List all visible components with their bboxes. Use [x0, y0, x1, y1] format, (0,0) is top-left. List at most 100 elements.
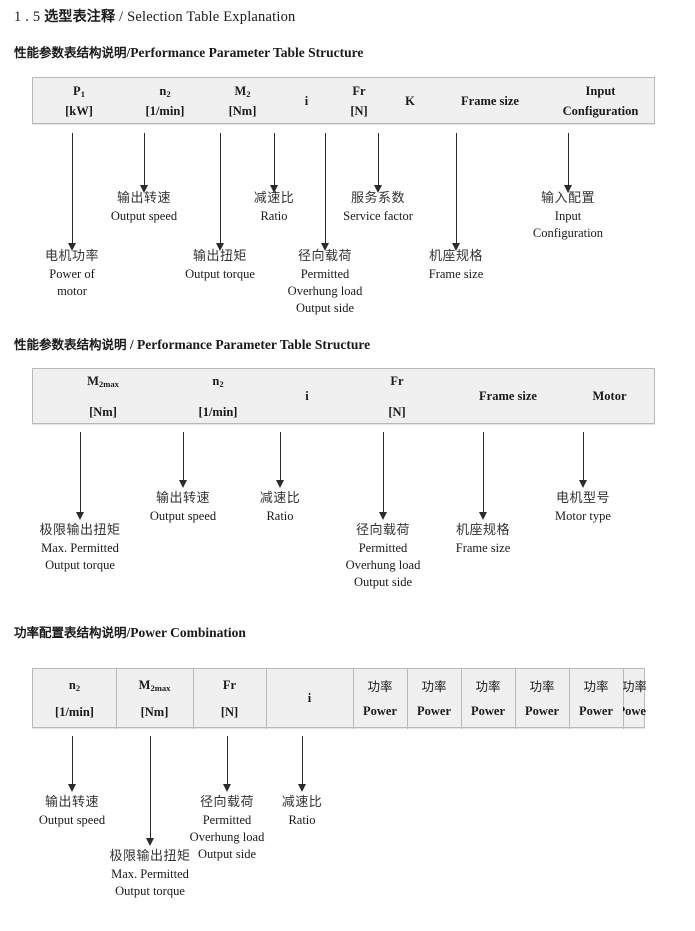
label-max-permitted-output-torque-2: 极限输出扭矩 Max. Permitted Output torque	[39, 522, 120, 574]
table3-divider-4	[353, 669, 354, 729]
label-input-configuration: 输入配置 Input Configuration	[533, 190, 603, 242]
arrow-motor-type	[578, 432, 588, 488]
table1-col-fr-symbol: Fr	[352, 84, 366, 99]
label-max-permitted-output-torque-2-en1: Max. Permitted	[41, 540, 119, 555]
table3-col-power-5: 功率 Power	[569, 669, 623, 729]
table3-col-n2: n2 [1/min]	[33, 669, 116, 729]
label-permitted-overhung-load-2-cn: 径向载荷	[355, 523, 411, 538]
arrow-output-torque	[215, 133, 225, 251]
performance-parameter-table-1: P1 [kW] n2 [1/min] M2 [Nm] i Fr [N] K	[32, 77, 655, 124]
arrow-ratio-3	[297, 736, 307, 792]
label-output-torque: 输出扭矩 Output torque	[185, 248, 255, 283]
arrow-permitted-overhung-load-3	[222, 736, 232, 792]
label-ratio-2-cn: 减速比	[259, 491, 301, 506]
page-title-number: 1 . 5	[14, 9, 41, 25]
label-input-configuration-en2: Configuration	[532, 226, 604, 241]
table3-col-power-6: 功率 Power	[623, 669, 646, 729]
table3-divider-1	[116, 669, 117, 729]
section-3-heading-sep: /	[126, 625, 131, 640]
table1-col-i: i	[280, 78, 333, 125]
label-permitted-overhung-load-2-en1: Permitted	[358, 540, 408, 555]
section-2-heading-en: Performance Parameter Table Structure	[137, 337, 371, 352]
label-motor-type-en1: Motor type	[555, 508, 611, 523]
label-output-speed-2: 输出转速 Output speed	[150, 490, 216, 525]
table2-col-n2: n2 [1/min]	[163, 369, 273, 425]
table1-col-p1-symbol: P1	[73, 84, 85, 100]
label-output-speed-3-en1: Output speed	[38, 812, 106, 827]
page-title-sep: /	[115, 9, 128, 25]
label-service-factor-en1: Service factor	[343, 208, 413, 223]
label-output-speed-3: 输出转速 Output speed	[39, 794, 105, 829]
page-title-cn: 选型表注释	[44, 9, 116, 25]
label-output-speed-3-cn: 输出转速	[44, 795, 99, 810]
table2-col-m2max-symbol: M2max	[87, 373, 119, 389]
section-3-heading: 功率配置表结构说明/Power Combination	[14, 622, 246, 641]
label-motor-type-cn: 电机型号	[555, 491, 610, 506]
label-output-speed-2-en1: Output speed	[149, 508, 217, 523]
table3-col-power-4-cn: 功率	[529, 679, 555, 695]
table3-col-i-symbol: i	[307, 691, 312, 706]
table1-col-input-line1: Input	[585, 84, 616, 99]
table3-col-power-6-cn: 功率	[623, 679, 646, 695]
label-power-of-motor-en1: Power of	[49, 266, 95, 281]
table1-col-m2-unit: [Nm]	[228, 103, 257, 118]
arrow-power-of-motor	[67, 133, 77, 251]
table3-divider-2	[193, 669, 194, 729]
label-permitted-overhung-load-3-en3: Output side	[198, 847, 256, 862]
table3-divider-8	[569, 669, 570, 729]
label-power-of-motor-en2: motor	[57, 284, 87, 299]
label-permitted-overhung-load-en1: Permitted	[300, 266, 350, 281]
arrow-frame-size	[451, 133, 461, 251]
section-1-heading-en: Performance Parameter Table Structure	[130, 45, 364, 60]
table3-col-m2max: M2max [Nm]	[116, 669, 193, 729]
table1-col-k: K	[385, 78, 435, 125]
table3-col-m2max-symbol: M2max	[138, 678, 171, 694]
table3-col-n2-unit: [1/min]	[55, 704, 94, 719]
table1-col-n2-unit: [1/min]	[145, 103, 185, 118]
table2-col-i: i	[273, 369, 341, 425]
arrow-permitted-overhung-load	[320, 133, 330, 251]
label-frame-size-2: 机座规格 Frame size	[456, 522, 511, 557]
arrow-frame-size-2	[478, 432, 488, 520]
label-output-speed-2-cn: 输出转速	[155, 491, 210, 506]
label-frame-size-en1: Frame size	[428, 266, 484, 281]
label-ratio-cn: 减速比	[253, 191, 295, 206]
table1-col-frame-size: Frame size	[435, 78, 545, 125]
label-permitted-overhung-load-cn: 径向载荷	[297, 249, 353, 264]
table3-divider-5	[407, 669, 408, 729]
label-permitted-overhung-load: 径向载荷 Permitted Overhung load Output side	[288, 248, 363, 318]
table3-col-fr-unit: [N]	[220, 704, 239, 719]
table3-col-power-2-en: Power	[416, 703, 451, 718]
arrow-ratio	[269, 133, 279, 193]
table2-col-fr: Fr [N]	[341, 369, 453, 425]
page-title: 1 . 5 选型表注释 / Selection Table Explanatio…	[14, 6, 296, 26]
table1-col-n2: n2 [1/min]	[125, 78, 205, 125]
table3-col-fr: Fr [N]	[193, 669, 266, 729]
label-output-speed-cn: 输出转速	[116, 191, 171, 206]
table2-col-frame-size-label: Frame size	[479, 389, 537, 404]
table3-col-power-6-en: Power	[623, 703, 646, 718]
table2-col-fr-unit: [N]	[388, 405, 406, 419]
arrow-output-speed-3	[67, 736, 77, 792]
table2-col-motor: Motor	[563, 369, 656, 425]
table3-divider-6	[461, 669, 462, 729]
label-ratio-en1: Ratio	[260, 208, 288, 223]
label-motor-type: 电机型号 Motor type	[555, 490, 611, 525]
label-permitted-overhung-load-en3: Output side	[296, 301, 354, 316]
arrow-max-permitted-output-torque-2	[75, 432, 85, 520]
table3-col-power-5-cn: 功率	[583, 679, 609, 695]
table2-col-i-symbol: i	[305, 389, 309, 404]
table2-col-m2max: M2max [Nm]	[43, 369, 163, 425]
table3-col-power-4: 功率 Power	[515, 669, 569, 729]
label-permitted-overhung-load-en2: Overhung load	[287, 284, 363, 299]
label-permitted-overhung-load-3-en1: Permitted	[202, 812, 252, 827]
label-frame-size-2-en1: Frame size	[455, 540, 511, 555]
label-max-permitted-output-torque-3-cn: 极限输出扭矩	[109, 849, 191, 864]
table3-col-fr-symbol: Fr	[222, 678, 237, 693]
table1-col-input-configuration: Input Configuration	[545, 78, 656, 125]
arrow-input-configuration	[563, 133, 573, 193]
arrow-output-speed-2	[178, 432, 188, 488]
power-combination-table: n2 [1/min] M2max [Nm] Fr [N] i 功率 Power	[32, 668, 646, 729]
section-1-heading-sep: /	[126, 45, 131, 60]
